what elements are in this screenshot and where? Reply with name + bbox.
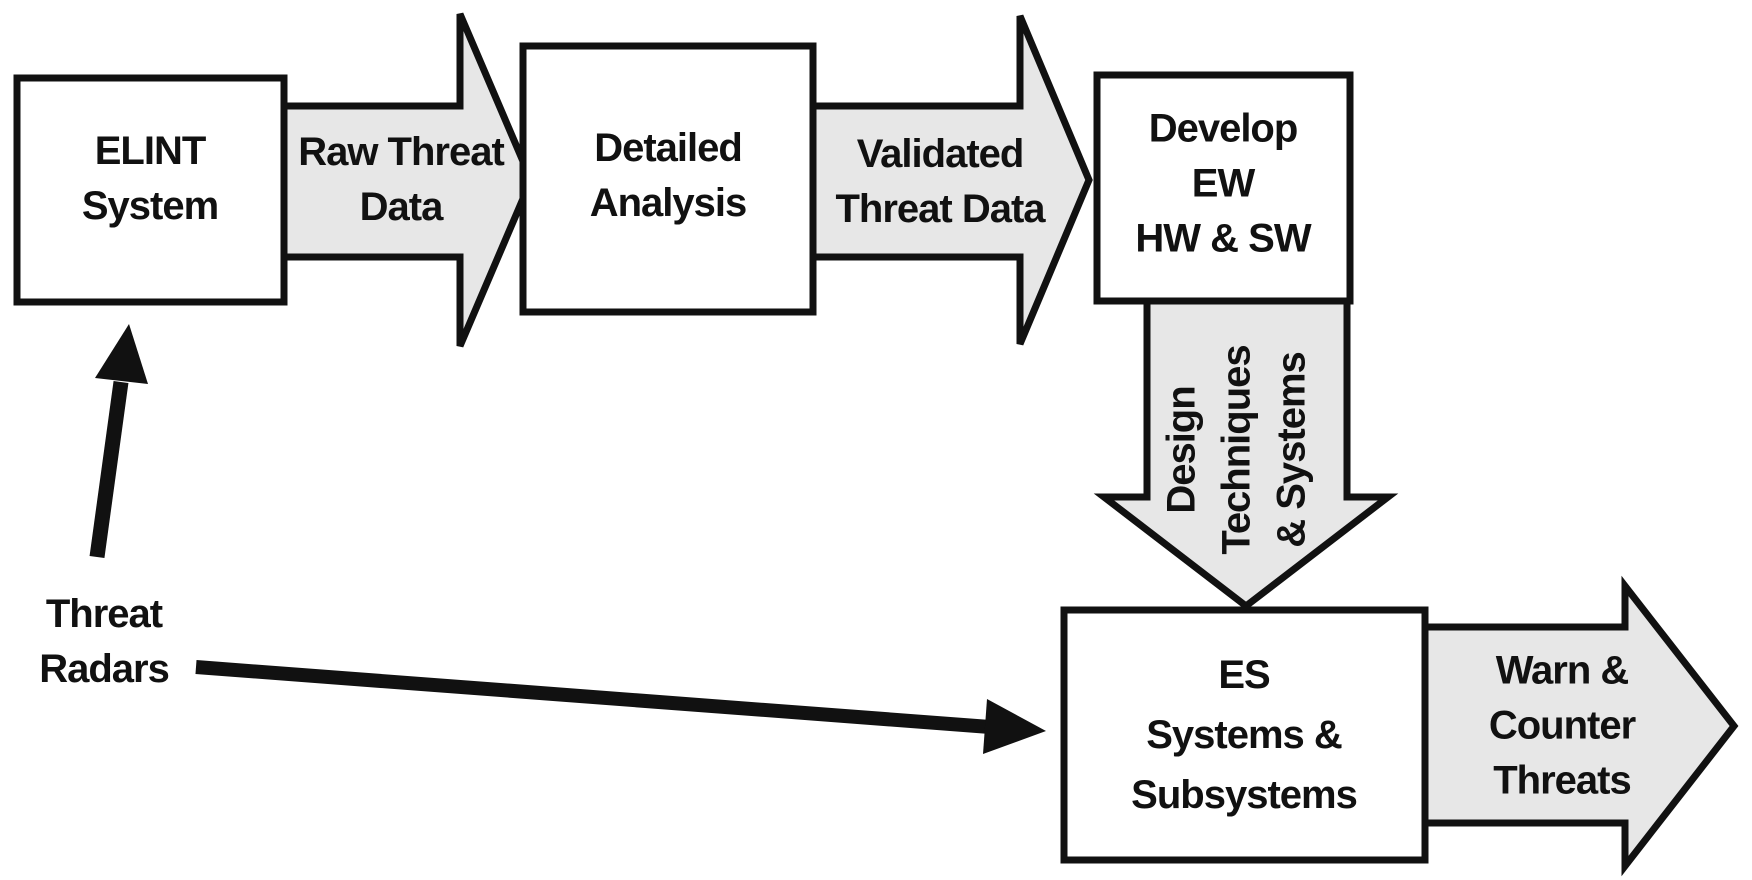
raw-threat-data-arrow-label: Raw Threat Data [298, 125, 505, 235]
validated-threat-data-arrow-shape [809, 14, 1093, 346]
develop-ew-label-line2: EW [1191, 161, 1255, 206]
warn-counter-label-line1: Warn & [1495, 648, 1630, 693]
es-label-line2: Systems & [1146, 713, 1343, 757]
threat-radars-to-elint-arrowhead [95, 324, 148, 384]
raw-threat-label-line1: Raw Threat [298, 130, 505, 174]
es-label-line3: Subsystems [1131, 773, 1358, 817]
elint-system-label-line2: System [81, 184, 219, 228]
develop-ew-label-line3: HW & SW [1135, 216, 1311, 261]
develop-ew-label-line1: Develop [1148, 106, 1299, 151]
threat-radars-label-line2: Radars [39, 647, 170, 691]
design-label-line1: Design [1159, 386, 1204, 514]
threat-radars-label: Threat Radars [39, 587, 170, 697]
threat-radars-to-es-arrow-shaft [195, 660, 991, 734]
es-systems-subsystems-label: ES Systems & Subsystems [1131, 645, 1358, 825]
raw-threat-data-arrow-shape [280, 12, 535, 348]
design-label-line2: Techniques [1214, 345, 1259, 555]
warn-counter-threats-arrow-shape [1421, 575, 1739, 877]
design-techniques-down-arrow-shape [1093, 294, 1399, 611]
warn-counter-threats-arrow-label: Warn & Counter Threats [1488, 644, 1636, 809]
detailed-analysis-label-line1: Detailed [594, 126, 743, 170]
design-label-line3: & Systems [1269, 352, 1314, 548]
threat-radars-label-line1: Threat [45, 592, 163, 636]
detailed-analysis-label: Detailed Analysis [589, 121, 748, 231]
design-techniques-arrow-label: Design Techniques & Systems [1155, 345, 1320, 554]
raw-threat-label-line2: Data [359, 185, 444, 229]
es-label-line1: ES [1218, 653, 1270, 697]
elint-system-box [13, 74, 288, 306]
develop-ew-hw-sw-box [1093, 71, 1354, 305]
elint-system-label: ELINT System [81, 124, 219, 234]
elint-system-label-line1: ELINT [94, 129, 207, 173]
threat-radars-to-elint-arrow-shaft [89, 380, 129, 559]
validated-threat-data-arrow-label: Validated Threat Data [835, 127, 1045, 237]
threat-radars-to-es-arrowhead [983, 699, 1046, 754]
detailed-analysis-box [519, 42, 817, 316]
develop-ew-hw-sw-label: Develop EW HW & SW [1135, 102, 1311, 267]
warn-counter-label-line2: Counter [1488, 703, 1636, 748]
es-systems-subsystems-box [1060, 606, 1429, 864]
validated-threat-label-line1: Validated [856, 132, 1025, 176]
detailed-analysis-label-line2: Analysis [589, 181, 748, 225]
warn-counter-label-line3: Threats [1493, 758, 1632, 803]
validated-threat-label-line2: Threat Data [835, 187, 1045, 231]
